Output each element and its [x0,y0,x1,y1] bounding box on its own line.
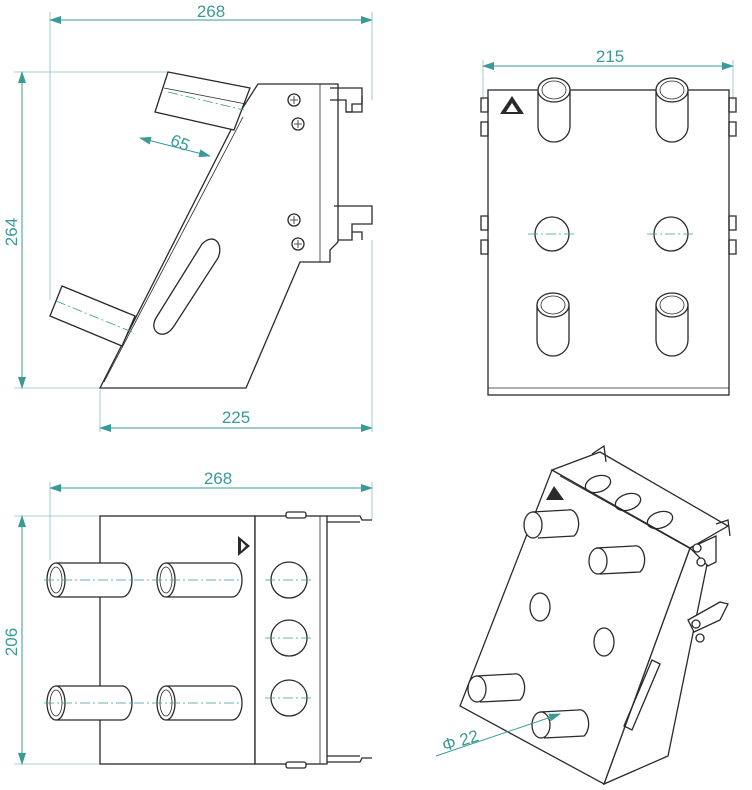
dim-top-height: 206 [2,628,21,656]
side-view: 268 264 225 65 [2,2,373,432]
front-view: 215 [480,47,737,396]
dim-side-height: 264 [2,218,21,246]
dim-tube-length: 65 [168,131,193,156]
dim-base-width: 225 [222,408,250,427]
dim-side-width: 268 [197,2,225,21]
dim-tube-diameter: Φ 22 [440,726,481,755]
warning-triangle-icon [546,486,564,500]
warning-triangle-icon [500,96,524,114]
screw-icon [287,93,305,251]
dim-top-width: 268 [204,469,232,488]
top-view: 268 206 [2,469,373,769]
dim-line-tube-diameter [435,713,561,757]
dim-front-width: 215 [596,47,624,66]
isometric-view: Φ 22 [435,444,731,786]
screw-icon [691,543,706,643]
dim-line-tube-length [139,136,211,158]
warning-triangle-icon [238,536,250,556]
